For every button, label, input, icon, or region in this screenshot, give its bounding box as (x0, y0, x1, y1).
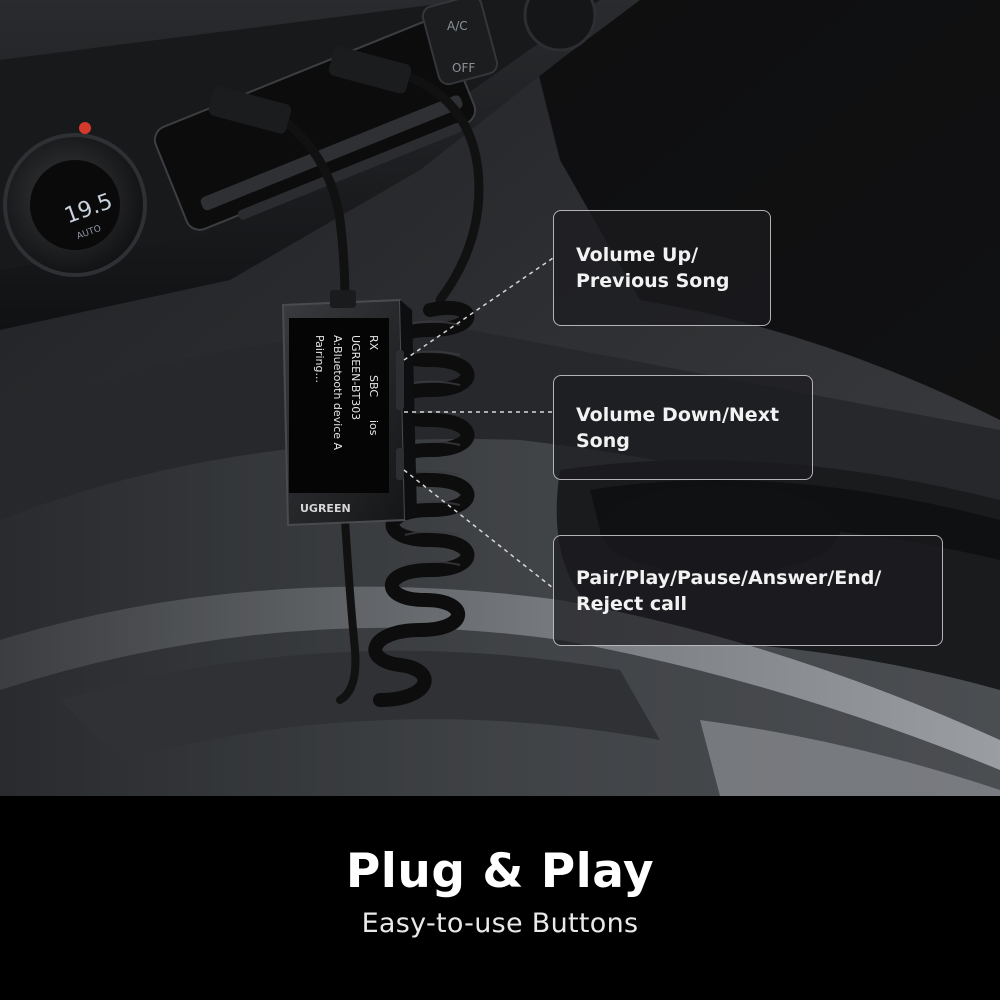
dashboard-button-label-1: A/C (447, 19, 468, 33)
dashboard-button-label-2: OFF (452, 61, 475, 75)
callout-volume-up-line-1: Volume Up/ (576, 244, 699, 266)
device-screen-line-3: UGREEN-BT303 (349, 335, 362, 420)
callout-volume-down-line-2: Song (576, 429, 630, 452)
device-screen-line-1: RX (367, 335, 380, 351)
car-interior-photo: 19.5 AUTO A/C OFF (0, 0, 1000, 796)
caption-band (0, 796, 1000, 1000)
device-screen-line-2: SBC (367, 375, 380, 397)
callout-volume-down-line-1: Volume Down/Next (576, 403, 780, 426)
device-screen-line-5: Pairing... (313, 335, 326, 383)
callout-pair-play-line-1: Pair/Play/Pause/Answer/End/ (576, 566, 882, 589)
callout-connectors (403, 257, 554, 589)
headline: Plug & Play (345, 844, 655, 899)
callout-pair-play-line-2: Reject call (576, 592, 687, 615)
device-screen-partial: ios (367, 420, 380, 436)
device-screen-line-4: A:Bluetooth device A (331, 335, 344, 451)
callout-volume-up-line-2: Previous Song (576, 270, 730, 292)
callout-volume-up: Volume Up/ Previous Song (553, 210, 771, 326)
device-brand-label: UGREEN (300, 502, 351, 515)
subheadline: Easy-to-use Buttons (361, 908, 639, 939)
callout-volume-down: Volume Down/Next Song (553, 375, 813, 480)
callout-pair-play: Pair/Play/Pause/Answer/End/ Reject call (553, 535, 943, 646)
